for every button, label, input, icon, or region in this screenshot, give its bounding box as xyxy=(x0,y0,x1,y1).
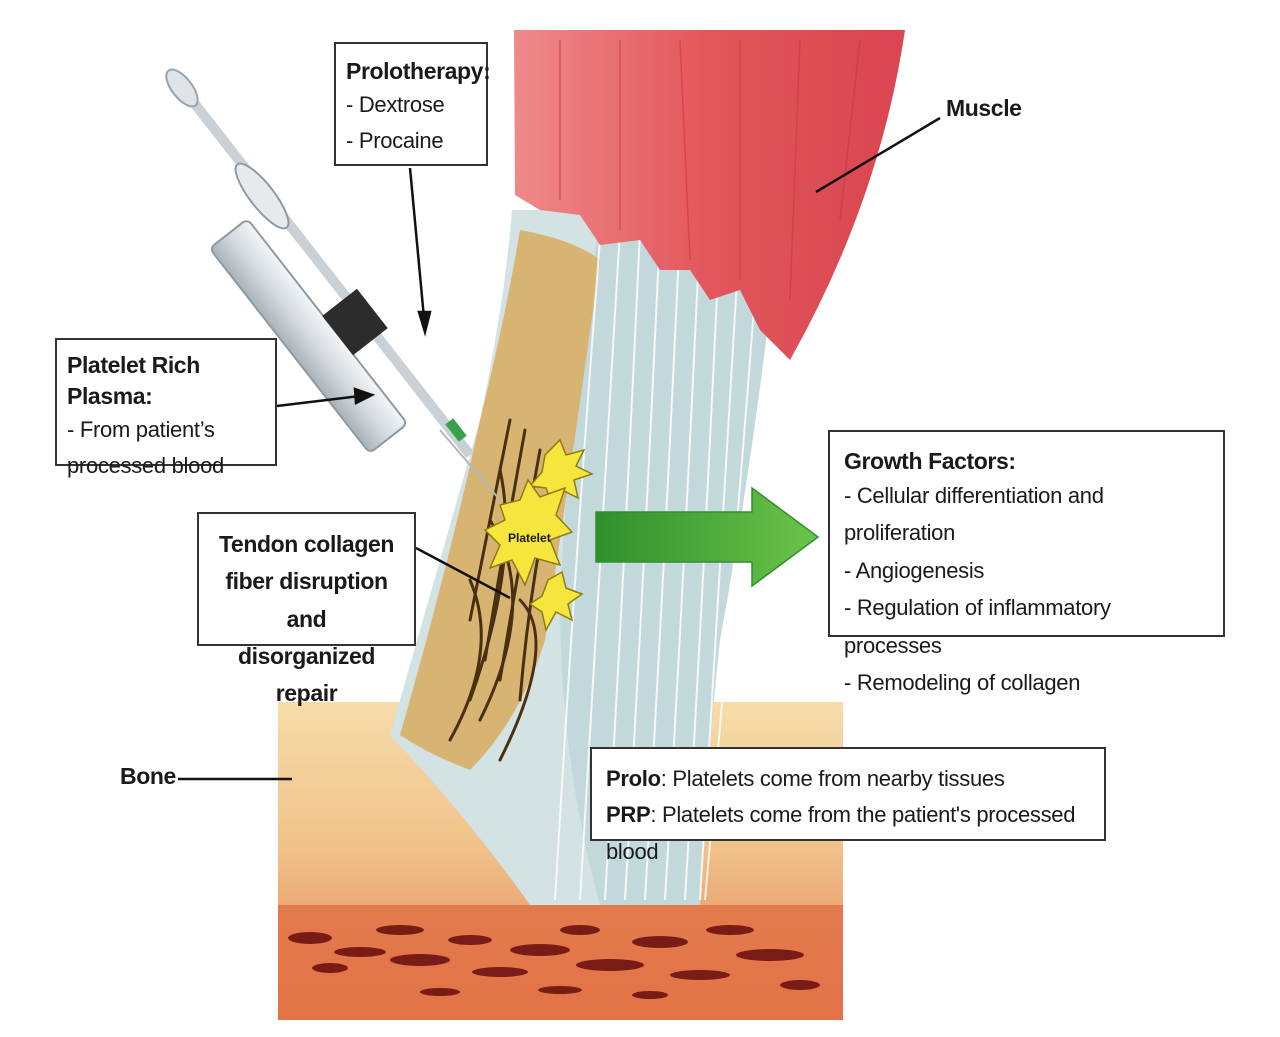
prp-item: processed blood xyxy=(67,453,224,479)
prp-title: Platelet Rich Plasma: xyxy=(67,352,200,410)
platelet-label: Platelet xyxy=(508,531,551,545)
prp-source-text: : Platelets come from the patient's proc… xyxy=(606,802,1076,864)
growth-item: - Cellular differentiation and prolifera… xyxy=(844,483,1104,546)
tendon-leader xyxy=(415,546,511,600)
prolotherapy-box: Prolotherapy: - Dextrose - Procaine xyxy=(334,42,491,166)
growth-arrow-icon xyxy=(595,486,820,588)
growth-item: - Remodeling of collagen xyxy=(844,670,1081,695)
prolotherapy-item: - Procaine xyxy=(346,128,444,154)
muscle-leader xyxy=(815,116,941,194)
prp-leader xyxy=(276,394,361,408)
platelet-source-box: Prolo: Platelets come from nearby tissue… xyxy=(590,747,1106,864)
bone-label: Bone xyxy=(120,763,176,789)
prolo-source-line: Prolo: Platelets come from nearby tissue… xyxy=(606,761,1090,797)
muscle-label: Muscle xyxy=(946,95,1022,121)
tendon-line: fiber disruption and xyxy=(225,568,388,632)
prp-item: - From patient’s xyxy=(67,417,215,443)
growth-factors-box: Growth Factors: - Cellular differentiati… xyxy=(828,430,1225,695)
muscle xyxy=(514,30,905,360)
tendon-line: Tendon collagen xyxy=(218,531,395,557)
tendon-line: disorganized repair xyxy=(237,642,376,706)
prolo-source-text: : Platelets come from nearby tissues xyxy=(660,766,1005,791)
prolotherapy-leader xyxy=(408,167,426,319)
prolotherapy-item: - Dextrose xyxy=(346,92,445,118)
prolo-source-label: Prolo xyxy=(606,766,661,791)
growth-title: Growth Factors: xyxy=(844,448,1016,474)
prolotherapy-title: Prolotherapy: xyxy=(346,58,491,84)
platelet-icon xyxy=(483,438,594,633)
tendon-disruption-box: Tendon collagen fiber disruption and dis… xyxy=(197,512,416,706)
prp-box: Platelet Rich Plasma: - From patient’s p… xyxy=(55,338,277,478)
growth-item: - Regulation of inflammatory processes xyxy=(844,595,1111,658)
prp-source-label: PRP xyxy=(606,802,651,828)
prp-source-line: PRP: Platelets come from the patient's p… xyxy=(606,797,1090,870)
growth-item: - Angiogenesis xyxy=(844,557,985,583)
